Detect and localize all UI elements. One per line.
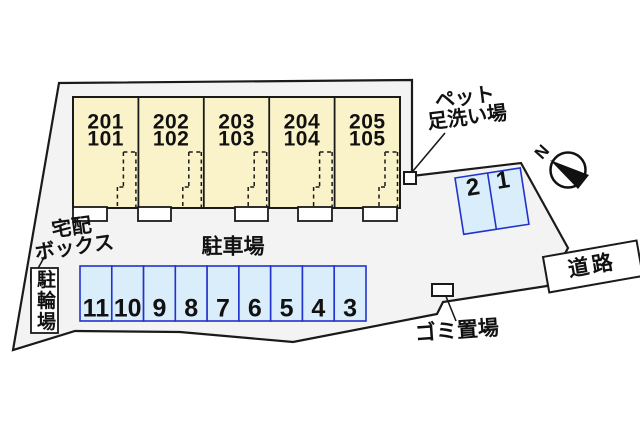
unit-lower: 105: [349, 127, 386, 150]
bicycle-parking-box: [30, 267, 59, 334]
unit-lower: 103: [218, 127, 255, 150]
pet-wash-station-marker: [403, 171, 417, 185]
parking-lot-label: 駐車場: [201, 235, 265, 259]
compass-icon: [549, 151, 589, 189]
unit-label-204-104: 204 104: [283, 110, 321, 150]
stall-number-10: 10: [113, 294, 142, 323]
building-outline: [72, 96, 401, 209]
stall-number-3: 3: [343, 294, 358, 323]
unit-label-205-105: 205 105: [349, 110, 386, 150]
entrance-porches: [72, 206, 398, 222]
unit-lower: 101: [87, 127, 124, 150]
unit-label-203-103: 203 103: [218, 110, 255, 150]
stall-number-5: 5: [279, 294, 294, 323]
unit-upper: 204: [283, 110, 321, 134]
unit-label-201-101: 201 101: [87, 110, 124, 150]
unit-lower: 104: [283, 127, 321, 150]
garbage-station-marker: [431, 283, 454, 297]
unit-label-202-102: 202 102: [152, 110, 190, 150]
unit-dividers: [137, 97, 336, 208]
pet-wash-pointer: [412, 132, 446, 172]
unit-upper: 203: [218, 110, 255, 134]
bicycle-parking-label: 駐輪場: [34, 269, 55, 333]
stall-number-9: 9: [152, 294, 167, 323]
stall-number-11: 11: [82, 294, 110, 323]
stall-number-7: 7: [216, 294, 230, 323]
garbage-area-label: ゴミ置場: [414, 316, 500, 346]
parking-stalls-side: [454, 166, 530, 236]
unit-lower: 102: [152, 127, 190, 150]
pet-wash-label: ペット 足洗い場: [426, 83, 509, 134]
unit-upper: 202: [152, 110, 190, 134]
unit-upper: 205: [349, 110, 386, 134]
stall-number-4: 4: [311, 294, 326, 323]
stair-dashed-lines: [116, 151, 399, 207]
unit-upper: 201: [87, 110, 124, 134]
parking-stalls-main: [79, 265, 367, 322]
stall-number-6: 6: [247, 294, 262, 323]
stall-number-8: 8: [184, 294, 199, 323]
